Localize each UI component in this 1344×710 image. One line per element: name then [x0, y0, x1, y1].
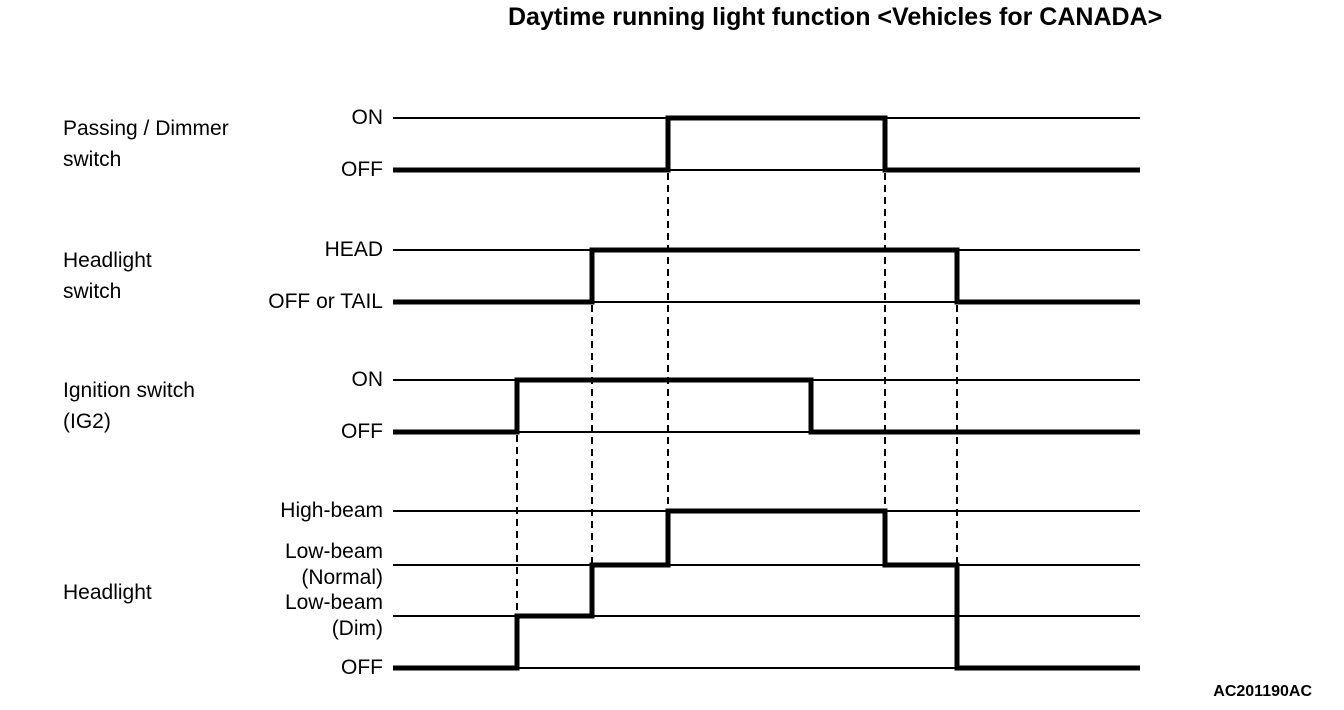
level-label: HEAD [324, 238, 383, 261]
level-label: Low-beam(Normal) [284, 540, 383, 589]
signal-trace-headlight [393, 508, 1140, 671]
level-label: ON [351, 106, 384, 129]
figure-code: AC201190AC [1213, 683, 1312, 700]
level-label: Low-beam(Dim) [284, 591, 383, 640]
signal-trace-ignition-switch-ig2 [393, 377, 1140, 435]
group-label-headlight: Headlight [63, 581, 152, 604]
diagram-title: Daytime running light function <Vehicles… [508, 3, 1163, 31]
group-label-ignition-switch-ig2: Ignition switch(IG2) [63, 379, 195, 433]
signal-trace-headlight-switch [393, 247, 1140, 305]
level-label: OFF [341, 158, 383, 181]
signal-trace-passing-dimmer-switch [393, 115, 1140, 173]
level-label: ON [351, 368, 384, 391]
level-label: High-beam [280, 499, 383, 522]
level-label: OFF [341, 656, 383, 679]
level-label: OFF [341, 420, 383, 443]
level-label: OFF or TAIL [268, 290, 383, 313]
